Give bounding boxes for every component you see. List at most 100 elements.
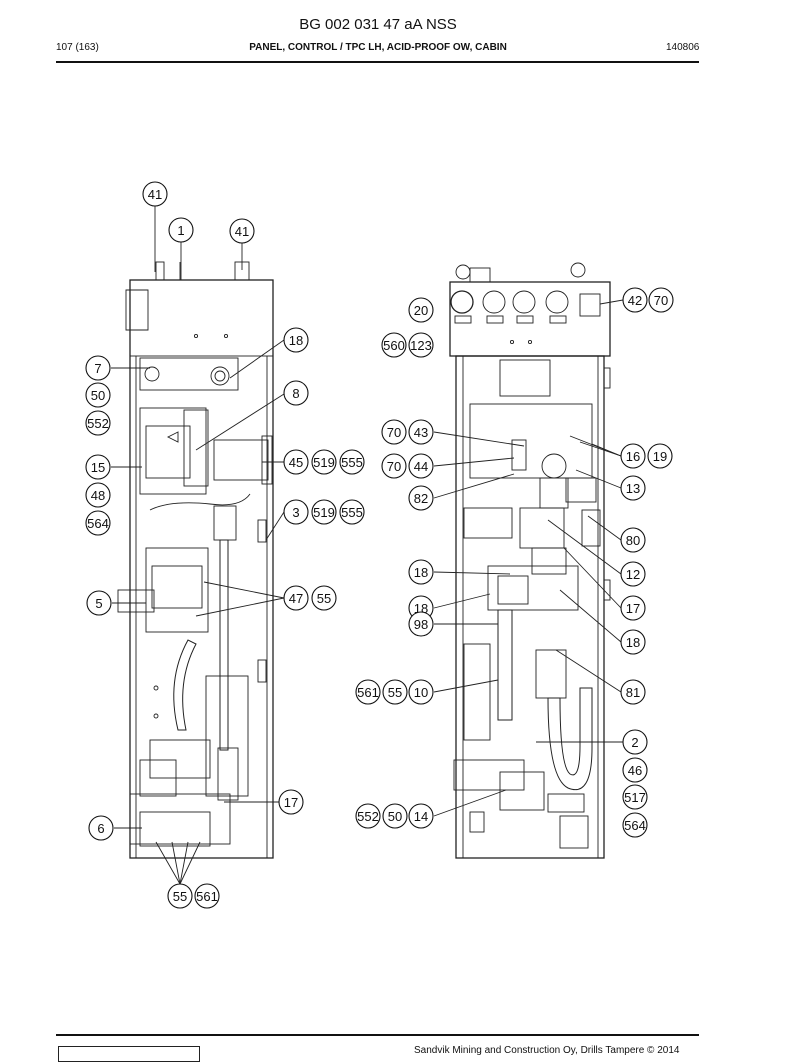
callout-42: 42: [622, 287, 648, 313]
callout-label: 70: [387, 459, 401, 474]
callout-circle: [382, 803, 408, 829]
callout-circle: [620, 475, 646, 501]
callout-label: 564: [87, 516, 109, 531]
callout-label: 50: [388, 809, 402, 824]
callout-circle: [229, 218, 255, 244]
callout-circle: [648, 287, 674, 313]
callout-55: 55: [167, 883, 193, 909]
callout-label: 517: [624, 790, 646, 805]
callout-label: 16: [626, 449, 640, 464]
callout-label: 8: [292, 386, 299, 401]
callout-10: 10: [408, 679, 434, 705]
footer-rule: [56, 1034, 699, 1036]
callout-14: 14: [408, 803, 434, 829]
callout-circle: [85, 454, 111, 480]
callout-label: 18: [289, 333, 303, 348]
callout-circle: [85, 355, 111, 381]
callout-70: 70: [381, 419, 407, 445]
callout-label: 561: [357, 685, 379, 700]
callout-circle: [283, 327, 309, 353]
callout-label: 7: [94, 361, 101, 376]
callout-label: 17: [284, 795, 298, 810]
callout-20: 20: [408, 297, 434, 323]
callout-circle: [620, 527, 646, 553]
callout-label: 50: [91, 388, 105, 403]
callout-circle: [622, 287, 648, 313]
left-panel-view: [117, 261, 274, 859]
callout-label: 552: [357, 809, 379, 824]
callout-41: 41: [229, 218, 255, 244]
callout-45: 45: [283, 449, 309, 475]
callout-13: 13: [620, 475, 646, 501]
callout-circle: [339, 499, 365, 525]
callout-label: 47: [289, 591, 303, 606]
callout-16: 16: [620, 443, 646, 469]
callout-18: 18: [620, 629, 646, 655]
callout-81: 81: [620, 679, 646, 705]
callout-circle: [168, 217, 194, 243]
callout-circle: [283, 585, 309, 611]
callout-label: 560: [383, 338, 405, 353]
right-panel-view: [449, 262, 611, 859]
callout-label: 12: [626, 567, 640, 582]
callout-6: 6: [88, 815, 114, 841]
callout-55: 55: [311, 585, 337, 611]
document-title: BG 002 031 47 aA NSS: [299, 16, 457, 33]
callout-circle: [620, 595, 646, 621]
callout-70: 70: [381, 453, 407, 479]
callout-47: 47: [283, 585, 309, 611]
callout-label: 555: [341, 455, 363, 470]
callout-circle: [408, 611, 434, 637]
callout-label: 17: [626, 601, 640, 616]
callout-2: 2: [622, 729, 648, 755]
callout-circle: [85, 410, 111, 436]
callout-circle: [408, 559, 434, 585]
callout-label: 564: [624, 818, 646, 833]
callout-label: 42: [628, 293, 642, 308]
footer-copyright: Sandvik Mining and Construction Oy, Dril…: [414, 1045, 680, 1056]
callout-circle: [85, 510, 111, 536]
callout-circle: [339, 449, 365, 475]
callout-1: 1: [168, 217, 194, 243]
callout-circle: [647, 443, 673, 469]
callout-circle: [167, 883, 193, 909]
callout-19: 19: [647, 443, 673, 469]
callout-18: 18: [283, 327, 309, 353]
callout-560: 560: [381, 332, 407, 358]
callout-label: 1: [177, 223, 184, 238]
callout-564: 564: [85, 510, 111, 536]
callout-circle: [408, 453, 434, 479]
callout-circle: [311, 449, 337, 475]
callout-circle: [85, 382, 111, 408]
callout-label: 20: [414, 303, 428, 318]
callout-label: 82: [414, 491, 428, 506]
callout-41: 41: [142, 181, 168, 207]
callout-circle: [381, 453, 407, 479]
callout-555: 555: [339, 449, 365, 475]
callout-label: 552: [87, 416, 109, 431]
callout-46: 46: [622, 757, 648, 783]
callout-519: 519: [311, 449, 337, 475]
callout-circle: [408, 419, 434, 445]
callout-circle: [283, 499, 309, 525]
callout-123: 123: [408, 332, 434, 358]
callout-label: 123: [410, 338, 432, 353]
callout-label: 43: [414, 425, 428, 440]
callout-80: 80: [620, 527, 646, 553]
company-logo: [58, 1046, 200, 1062]
callout-label: 41: [148, 187, 162, 202]
callout-circle: [283, 380, 309, 406]
callout-17: 17: [278, 789, 304, 815]
callout-circle: [622, 757, 648, 783]
callout-label: 14: [414, 809, 428, 824]
callout-label: 44: [414, 459, 428, 474]
callout-circle: [381, 419, 407, 445]
callout-label: 70: [654, 293, 668, 308]
callout-circle: [408, 679, 434, 705]
callout-circle: [620, 443, 646, 469]
callout-3: 3: [283, 499, 309, 525]
callout-50: 50: [382, 803, 408, 829]
callout-552: 552: [85, 410, 111, 436]
